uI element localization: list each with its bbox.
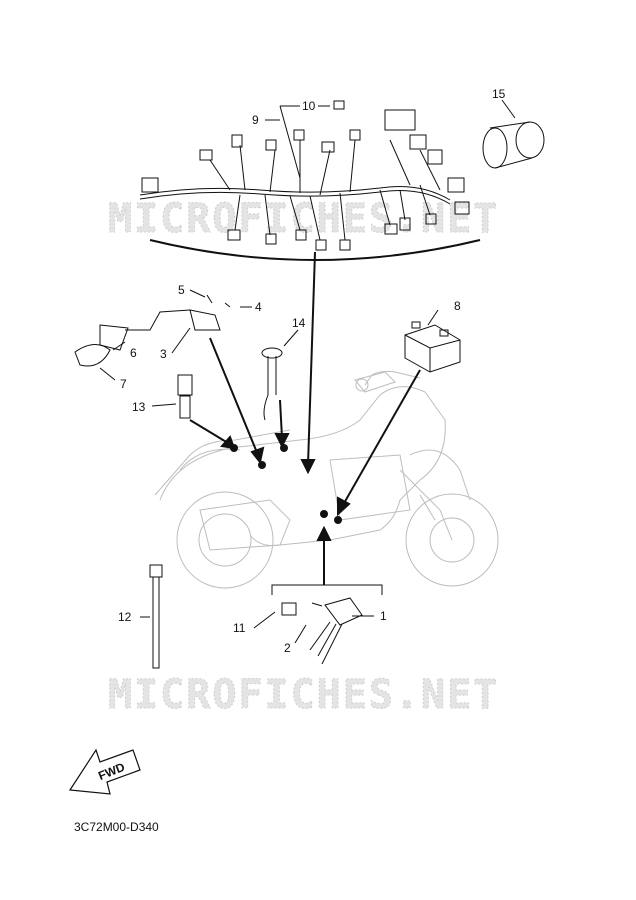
callout-15: 15 <box>492 87 506 101</box>
ignition-coil-assembly <box>74 294 231 367</box>
callout-1: 1 <box>380 609 387 623</box>
watermark-top: MICROFICHES.NET <box>108 196 499 242</box>
cable-tie <box>149 564 163 669</box>
scooter-outline <box>154 370 499 589</box>
fwd-arrow: FWD <box>68 748 141 795</box>
mount-dots <box>230 444 342 524</box>
callout-8: 8 <box>454 299 461 313</box>
callout-5: 5 <box>178 283 185 297</box>
battery <box>404 321 461 373</box>
callout-9: 9 <box>252 113 259 127</box>
callout-7: 7 <box>120 377 127 391</box>
callout-13: 13 <box>132 400 146 414</box>
callout-11: 11 <box>233 621 246 635</box>
callout-4: 4 <box>255 300 262 314</box>
sensor <box>261 347 283 421</box>
leader-lines <box>99 99 516 644</box>
callout-10: 10 <box>302 99 316 113</box>
callout-6: 6 <box>130 346 137 360</box>
wire-harness <box>139 109 470 251</box>
callout-2: 2 <box>284 641 291 655</box>
callout-12: 12 <box>118 610 132 624</box>
bottom-bracket <box>271 584 383 595</box>
callout-3: 3 <box>160 347 167 361</box>
part-clip <box>333 100 345 110</box>
part-cylinder <box>482 121 545 169</box>
diagram-code: 3C72M00-D340 <box>74 820 159 834</box>
fuse-holder <box>177 374 193 419</box>
callout-14: 14 <box>292 316 306 330</box>
cdi-unit <box>281 597 363 665</box>
watermark-bottom: MICROFICHES.NET <box>108 672 499 718</box>
pointer-arrows <box>189 251 421 585</box>
